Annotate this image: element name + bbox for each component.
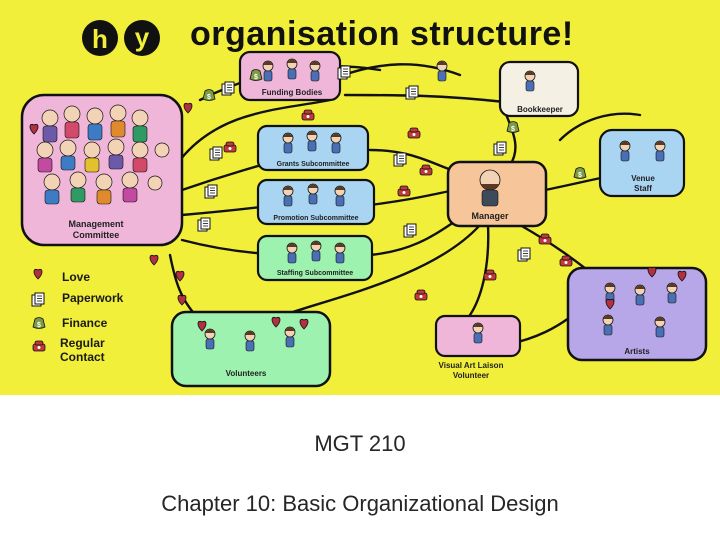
visual-art-label-line2: Volunteer	[453, 371, 489, 380]
artists-box: Artists	[566, 266, 708, 362]
promotion-label: Promotion Subcommittee	[273, 215, 358, 222]
legend-contact-label-line2: Contact	[60, 350, 105, 364]
paperwork-icon	[337, 65, 351, 80]
grants-subcommittee-box: Grants Subcommittee	[256, 124, 370, 172]
phone-icon	[407, 127, 421, 139]
volunteers-box: Volunteers	[170, 310, 332, 388]
paperwork-icon	[204, 184, 218, 199]
org-structure-illustration: $ h y	[0, 0, 720, 395]
paperwork-icon	[221, 81, 235, 96]
management-committee-box: Management Committee	[20, 93, 184, 247]
management-label-line1: Management	[68, 219, 123, 229]
staffing-subcommittee-box: Staffing Subcommittee	[256, 234, 374, 282]
manager-box: Manager	[446, 160, 548, 228]
legend-finance-label: Finance	[62, 316, 108, 330]
paperwork-icon	[197, 217, 211, 232]
money-bag-icon	[506, 121, 520, 134]
paperwork-icon	[493, 141, 507, 156]
course-code: MGT 210	[314, 431, 406, 456]
venue-staff-box: Venue Staff	[598, 128, 686, 198]
venue-label-line2: Staff	[634, 184, 652, 193]
legend-contact-label-line1: Regular	[60, 336, 105, 350]
artists-label: Artists	[624, 347, 650, 356]
manager-label: Manager	[471, 211, 509, 221]
phone-icon	[538, 233, 552, 245]
phone-icon	[301, 109, 315, 121]
heart-icon	[149, 254, 159, 266]
venue-label-line1: Venue	[631, 174, 655, 183]
phone-icon	[419, 164, 433, 176]
org-diagram-svg: $ h y	[20, 15, 708, 388]
phone-icon	[397, 185, 411, 197]
logo-letter-y: y	[135, 22, 150, 52]
phone-icon	[414, 289, 428, 301]
volunteers-label: Volunteers	[226, 369, 267, 378]
heart-icon	[183, 102, 193, 114]
logo-letter-h: h	[92, 24, 108, 54]
promotion-subcommittee-box: Promotion Subcommittee	[256, 178, 376, 226]
paperwork-icon	[403, 223, 417, 238]
slide-text-area: MGT 210 Chapter 10: Basic Organizational…	[0, 395, 720, 540]
paperwork-icon	[405, 85, 419, 100]
paperwork-icon	[517, 247, 531, 262]
legend: Love Paperwork Finance Regular Contact	[31, 268, 124, 364]
visual-art-volunteer-box: Visual Art Laison Volunteer	[434, 314, 522, 380]
staffing-label: Staffing Subcommittee	[277, 270, 353, 277]
bookkeeper-label: Bookkeeper	[517, 105, 563, 114]
money-bag-icon	[202, 89, 216, 102]
heart-icon	[175, 270, 185, 282]
phone-icon	[559, 255, 573, 267]
bookkeeper-box: Bookkeeper	[498, 60, 580, 118]
phone-icon	[483, 269, 497, 281]
heart-icon	[177, 294, 187, 306]
love-legend-icon	[33, 268, 43, 280]
money-bag-icon	[249, 69, 263, 82]
regular-contact-legend-icon	[32, 340, 46, 352]
management-label-line2: Committee	[73, 230, 120, 240]
phone-icon	[223, 141, 237, 153]
grants-label: Grants Subcommittee	[277, 161, 350, 168]
legend-paperwork-label: Paperwork	[62, 291, 124, 305]
visual-art-label-line1: Visual Art Laison	[439, 361, 504, 370]
legend-love-label: Love	[62, 270, 90, 284]
funding-bodies-label: Funding Bodies	[262, 88, 323, 97]
title-banner: h y organisation structure!	[82, 15, 574, 56]
chapter-title: Chapter 10: Basic Organizational Design	[161, 491, 559, 516]
money-bag-icon	[573, 167, 587, 180]
paperwork-icon	[393, 152, 407, 167]
paperwork-icon	[209, 146, 223, 161]
finance-legend-icon	[32, 317, 46, 330]
diagram-title: organisation structure!	[190, 15, 574, 53]
paperwork-legend-icon	[31, 292, 45, 307]
